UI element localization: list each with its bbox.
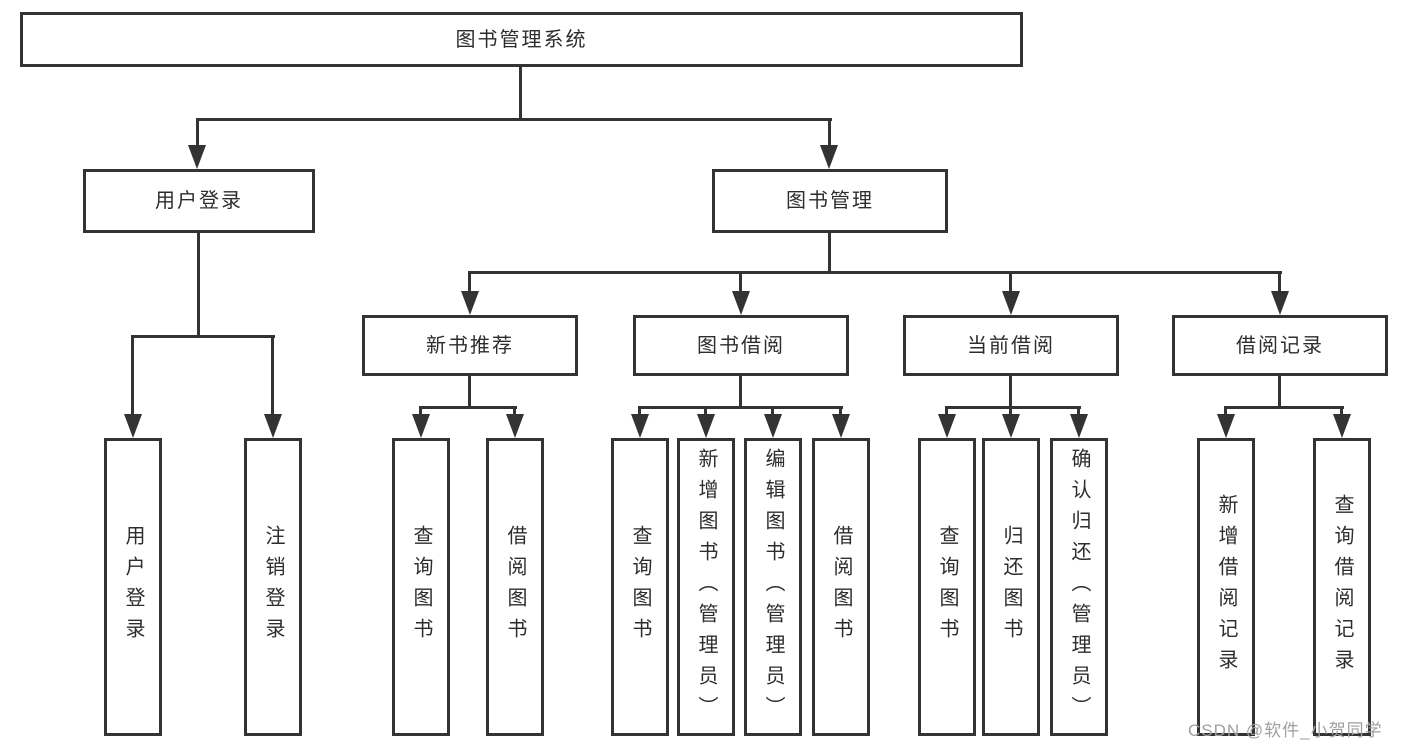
leaf-add-borrow-record: 新增借阅记录 [1197,438,1255,736]
watermark: CSDN @软件_小贺同学 [1188,721,1383,740]
arrow-borrow-borrow-icon [832,414,850,438]
line-drop-leaf-logout [271,335,274,415]
line-drop-book-management [828,118,831,146]
node-book-borrow: 图书借阅 [633,315,849,376]
line-book-management-branch [469,271,1282,274]
arrow-leaf-logout-icon [264,414,282,438]
node-current-borrow: 当前借阅 [903,315,1119,376]
line-borrow-stem [739,376,742,408]
line-current-stem [1009,376,1012,408]
line-borrow-branch [639,406,843,409]
arrow-book-management-icon [820,145,838,169]
arrow-current-return-icon [1002,414,1020,438]
leaf-query-books-recommend: 查询图书 [392,438,450,736]
node-root: 图书管理系统 [20,12,1023,67]
line-drop-records-query [1340,406,1343,416]
line-drop-borrow-records [1278,271,1281,293]
node-new-book-recommend: 新书推荐 [362,315,578,376]
line-drop-current-confirm [1077,406,1080,416]
line-drop-leaf-user-login [131,335,134,415]
arrow-borrow-records-icon [1271,291,1289,315]
line-current-branch [946,406,1081,409]
line-root-stem [519,67,522,119]
leaf-edit-books-admin: 编辑图书（管理员） [744,438,802,736]
line-drop-current-borrow [1009,271,1012,293]
arrow-borrow-query-icon [631,414,649,438]
arrow-recommend-query-icon [412,414,430,438]
leaf-add-books-admin: 新增图书（管理员） [677,438,735,736]
arrow-recommend-borrow-icon [506,414,524,438]
line-drop-current-query [945,406,948,416]
line-records-branch [1225,406,1344,409]
leaf-borrow-books-recommend: 借阅图书 [486,438,544,736]
arrow-current-confirm-icon [1070,414,1088,438]
line-recommend-branch [419,406,517,409]
line-drop-book-borrow [739,271,742,293]
node-user-login: 用户登录 [83,169,315,233]
arrow-book-borrow-icon [732,291,750,315]
line-drop-current-return [1009,406,1012,416]
arrow-current-borrow-icon [1002,291,1020,315]
arrow-borrow-edit-icon [764,414,782,438]
arrow-leaf-user-login-icon [124,414,142,438]
leaf-return-books: 归还图书 [982,438,1040,736]
line-drop-new-book-recommend [468,271,471,293]
line-drop-borrow-add [704,406,707,416]
line-drop-records-add [1224,406,1227,416]
leaf-query-borrow-record: 查询借阅记录 [1313,438,1371,736]
arrow-user-login-icon [188,145,206,169]
line-user-login-branch [132,335,275,338]
leaf-confirm-return-admin: 确认归还（管理员） [1050,438,1108,736]
line-drop-borrow-edit [771,406,774,416]
line-drop-recommend-query [419,406,422,416]
line-drop-borrow-borrow [839,406,842,416]
node-book-management: 图书管理 [712,169,948,233]
arrow-borrow-add-icon [697,414,715,438]
arrow-new-book-recommend-icon [461,291,479,315]
leaf-query-books-current: 查询图书 [918,438,976,736]
leaf-borrow-books-borrow: 借阅图书 [812,438,870,736]
arrow-records-add-icon [1217,414,1235,438]
arrow-records-query-icon [1333,414,1351,438]
line-drop-borrow-query [638,406,641,416]
arrow-current-query-icon [938,414,956,438]
line-drop-recommend-borrow [513,406,516,416]
line-user-login-stem [197,233,200,337]
leaf-user-login: 用户登录 [104,438,162,736]
line-root-branch [197,118,832,121]
line-book-management-stem [828,233,831,274]
line-recommend-stem [468,376,471,408]
line-drop-user-login [196,118,199,146]
line-records-stem [1278,376,1281,408]
leaf-logout-login: 注销登录 [244,438,302,736]
node-borrow-records: 借阅记录 [1172,315,1388,376]
leaf-query-books-borrow: 查询图书 [611,438,669,736]
